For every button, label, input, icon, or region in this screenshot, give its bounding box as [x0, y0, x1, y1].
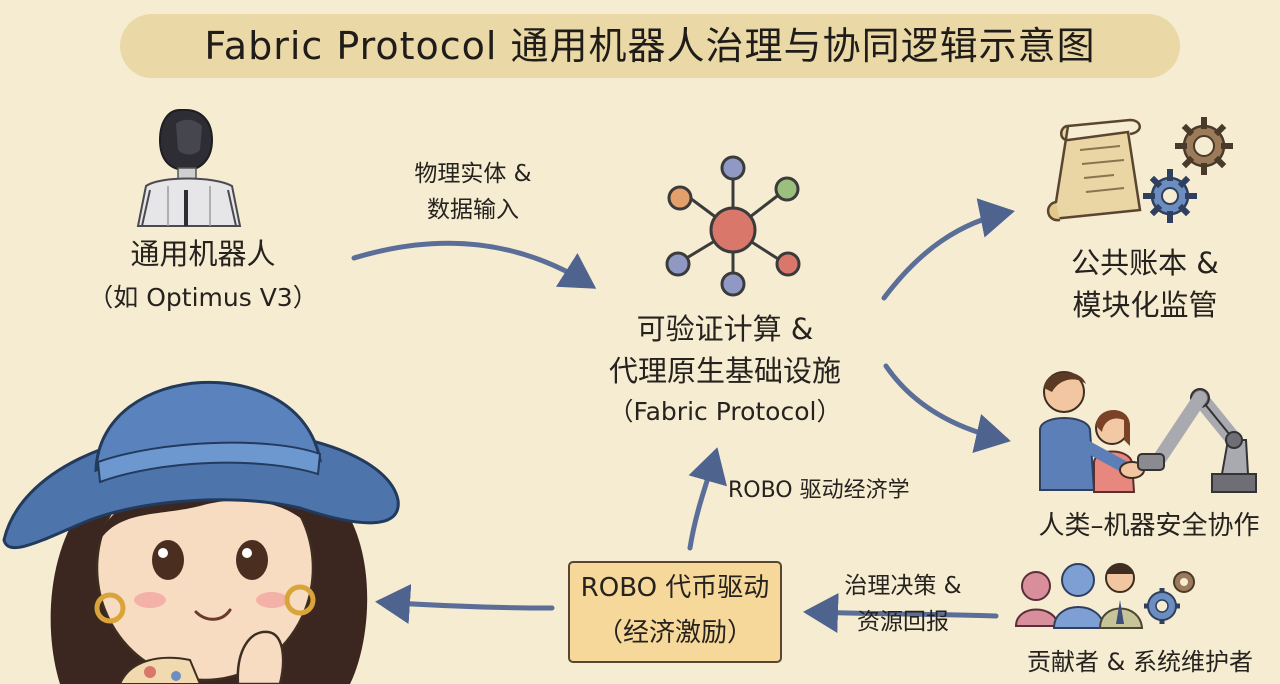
edge-label-token-to-core: ROBO 驱动经济学 [728, 478, 910, 503]
edge-label-line: 物理实体 & [414, 161, 532, 187]
arrow-token-to-girl [375, 584, 555, 624]
people-group-icon [1014, 563, 1144, 629]
gear-icon [1143, 169, 1197, 223]
human-collab-node-label: 人类–机器安全协作 [1038, 511, 1260, 541]
arrow-robot-to-core [351, 240, 597, 289]
ledger-line-1: 公共账本 & [1071, 246, 1219, 280]
token-node-box [568, 561, 782, 663]
handshake-icon [1039, 371, 1145, 493]
robot-node-label: 通用机器人 （如 Optimus V3） [78, 232, 328, 320]
arrow-core-to-ledger [881, 198, 1015, 301]
robot-arm-icon [1137, 388, 1257, 493]
scroll-icon [1047, 118, 1142, 222]
edge-label-line: 治理决策 & [844, 573, 962, 599]
ledger-line-2: 模块化监管 [1072, 288, 1218, 322]
core-node-label: 可验证计算 & 代理原生基础设施 （Fabric Protocol） [560, 308, 890, 432]
edge-label-contributors-to-token: 治理决策 & 资源回报 [818, 568, 988, 640]
arrow-core-to-human-collab [883, 363, 1011, 454]
edge-label-line: 数据输入 [427, 197, 519, 223]
network-hub-icon [665, 155, 801, 297]
core-note: （Fabric Protocol） [608, 397, 842, 426]
core-line-2: 代理原生基础设施 [608, 354, 841, 388]
core-line-1: 可验证计算 & [636, 312, 814, 346]
contributors-node-label: 贡献者 & 系统维护者 [1027, 648, 1253, 676]
title-banner [120, 14, 1180, 78]
ledger-node-label: 公共账本 & 模块化监管 [1030, 242, 1260, 326]
girl-with-hat-illustration [2, 380, 400, 684]
gear-icon [1175, 117, 1233, 175]
token-node-label: ROBO 代币驱动 （经济激励） [568, 566, 782, 656]
arrow-token-to-core [687, 447, 727, 551]
edge-label-robot-to-core: 物理实体 & 数据输入 [378, 156, 568, 228]
robot-name: 通用机器人 [130, 237, 276, 271]
edge-label-line: 资源回报 [857, 609, 949, 635]
robot-example: （如 Optimus V3） [88, 283, 318, 312]
diagram-title: Fabric Protocol 通用机器人治理与协同逻辑示意图 [204, 24, 1096, 68]
token-line-2: （经济激励） [596, 618, 753, 648]
gear-icon [1144, 571, 1195, 624]
token-line-1: ROBO 代币驱动 [580, 573, 770, 603]
humanoid-robot-icon [136, 109, 242, 227]
arrow-contributors-to-token [803, 592, 999, 633]
